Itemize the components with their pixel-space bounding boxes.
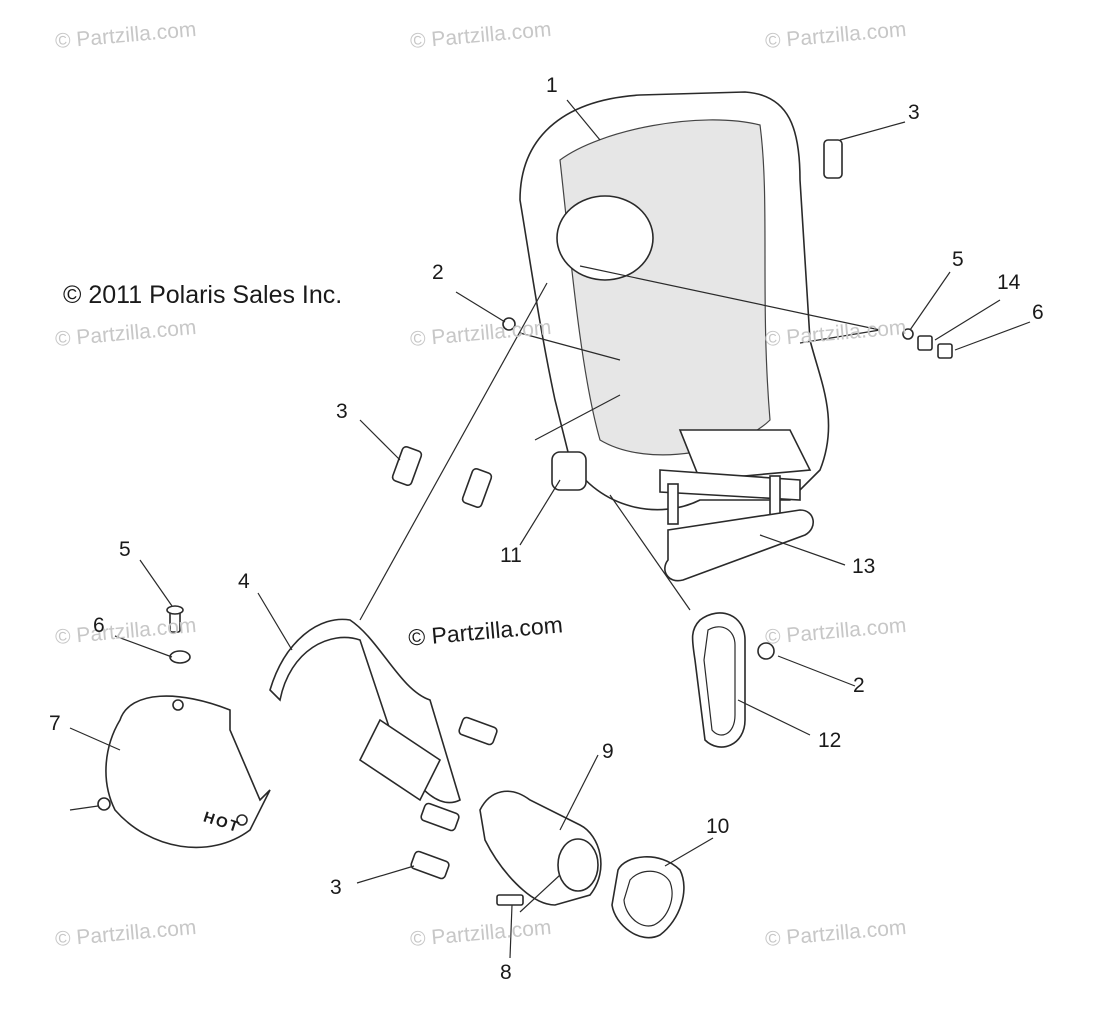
callout-3-top: 3 [908,101,920,124]
callout-8: 8 [500,961,512,984]
stud-part-8 [496,894,524,906]
heat-shield-part-7 [97,695,271,849]
callout-1: 1 [546,74,558,97]
callout-14: 14 [997,271,1021,294]
callout-4: 4 [238,570,250,593]
callout-11: 11 [500,544,522,567]
callout-2-lower: 2 [853,674,865,697]
gasket-part-12 [691,612,746,748]
bracket-part-13 [664,509,814,582]
callout-7: 7 [49,712,61,735]
isolator-part-11 [551,451,587,491]
callout-6-left: 6 [93,614,105,637]
callout-9: 9 [602,740,614,763]
exhaust-flange-part-9 [479,790,602,906]
muffler-part [519,91,830,525]
nut-part-2-top [502,317,516,331]
callout-10: 10 [706,815,730,838]
copyright-notice: © 2011 Polaris Sales Inc. [63,281,343,309]
callout-6-right: 6 [1032,301,1044,324]
callout-5-right: 5 [952,248,964,271]
exhaust-pipe-part-4 [269,618,461,804]
callout-2-top: 2 [432,261,444,284]
washer-part-5-right [902,328,953,359]
nut-part-2-lower [757,642,775,660]
callout-12: 12 [818,729,842,752]
spring-part-3-left [391,445,493,509]
washer-part-6-left [169,650,191,664]
callout-13: 13 [852,555,876,578]
callout-3-bottom: 3 [330,876,342,899]
bolt-part-5-left [166,605,184,633]
leader-lines [69,99,1031,959]
callout-5-left: 5 [119,538,131,561]
spring-part-3-top [823,139,843,179]
callout-3-left: 3 [336,400,348,423]
spring-part-3-bottom [410,716,498,880]
gasket-part-10 [611,856,685,939]
